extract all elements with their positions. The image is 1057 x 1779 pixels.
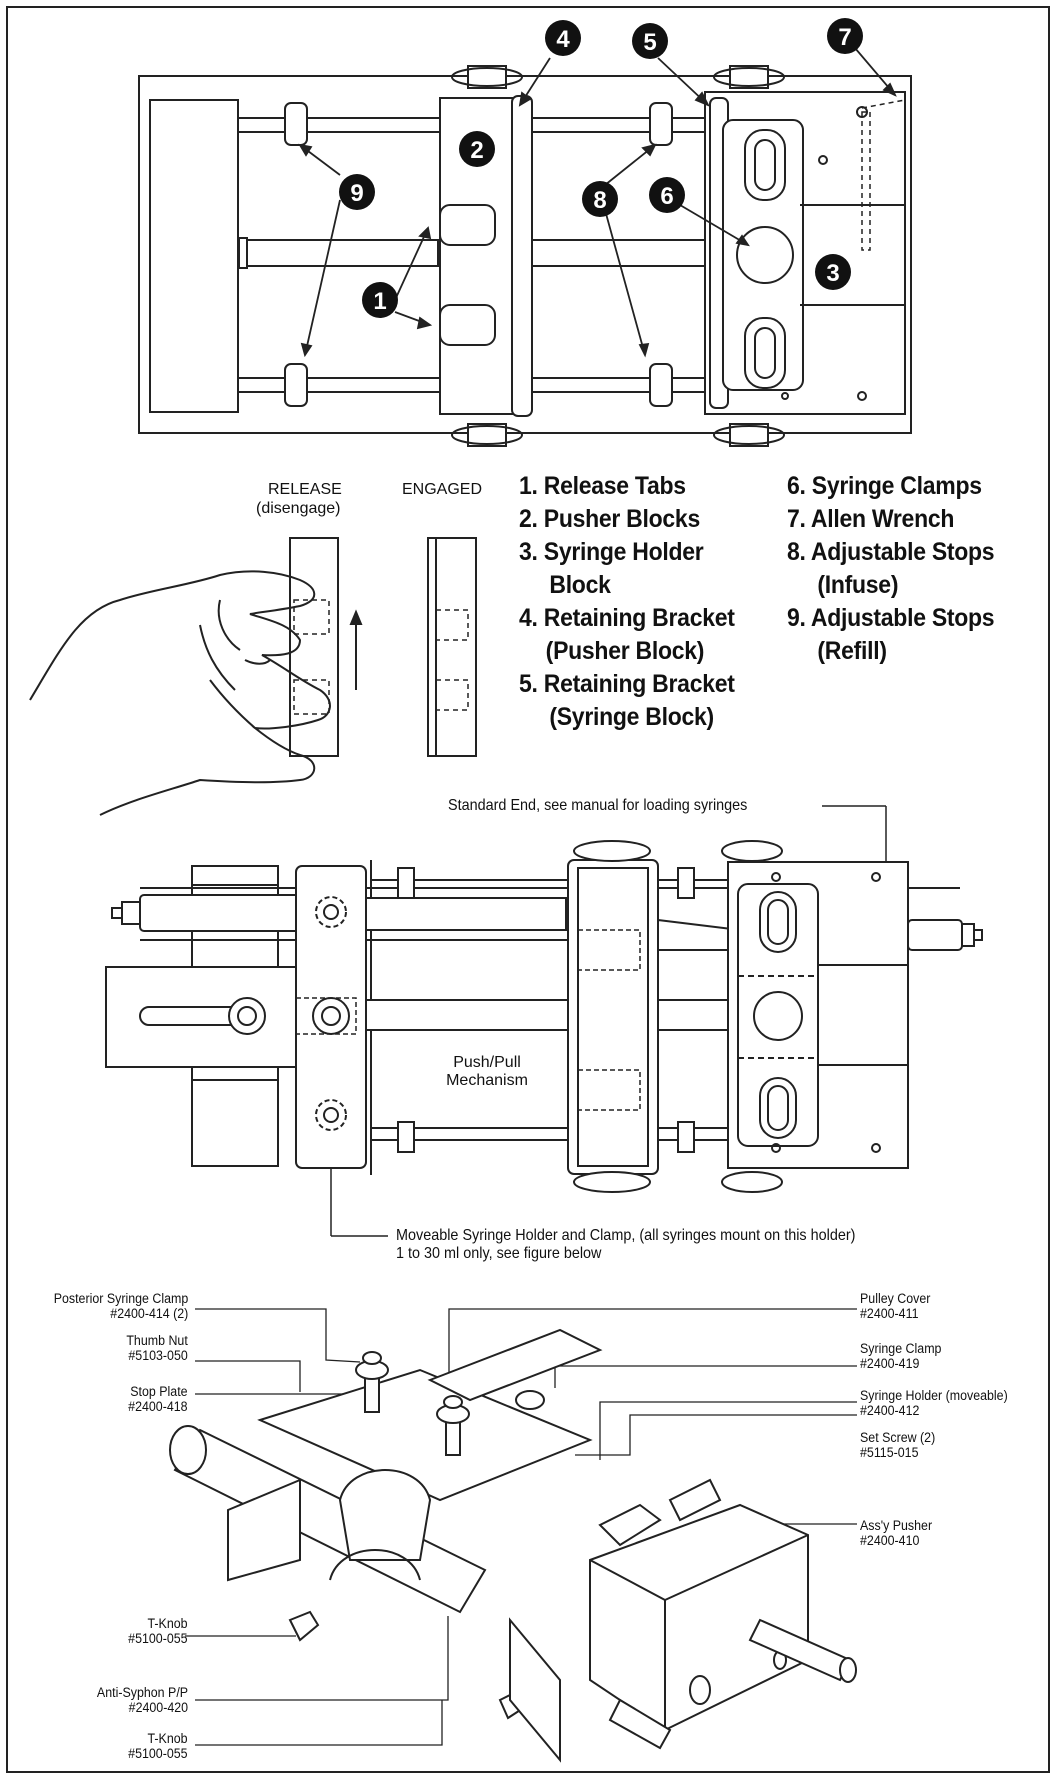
release-label: RELEASE bbox=[268, 481, 342, 498]
callout-1: 1 bbox=[373, 288, 386, 315]
legend-item-3: 3. Syringe Holder bbox=[519, 538, 704, 566]
top-view-drawing: 1 2 3 4 5 6 7 8 9 bbox=[138, 18, 912, 447]
part-pusher-assembly: Ass'y Pusher#2400-410 bbox=[860, 1518, 933, 1548]
legend-item-6: 6. Syringe Clamps bbox=[787, 472, 982, 500]
part-pulley-cover: Pulley Cover#2400-411 bbox=[860, 1291, 931, 1321]
legend-item-4: 4. Retaining Bracket bbox=[519, 604, 735, 632]
moveable-line-1: Moveable Syringe Holder and Clamp, (all … bbox=[396, 1227, 856, 1244]
legend-item-8: 8. Adjustable Stops bbox=[787, 538, 995, 566]
callout-5: 5 bbox=[643, 29, 656, 56]
legend-item-5-cont: (Syringe Block) bbox=[549, 703, 714, 731]
legend-right: 6. Syringe Clamps 7. Allen Wrench 8. Adj… bbox=[787, 470, 995, 668]
callout-4: 4 bbox=[556, 26, 570, 53]
part-set-screw: Set Screw (2)#5115-015 bbox=[860, 1430, 936, 1460]
part-stop-plate: Stop Plate#2400-418 bbox=[128, 1384, 188, 1414]
part-t-knob-2: T-Knob#5100-055 bbox=[128, 1731, 188, 1761]
legend-item-3-cont: Block bbox=[549, 571, 611, 599]
callout-9: 9 bbox=[350, 180, 363, 207]
legend-item-9-cont: (Refill) bbox=[817, 637, 887, 665]
standard-end-label: Standard End, see manual for loading syr… bbox=[448, 797, 748, 814]
mechanism-line-2: Mechanism bbox=[446, 1072, 528, 1089]
part-anti-syphon: Anti-Syphon P/P#2400-420 bbox=[96, 1685, 188, 1715]
callout-7: 7 bbox=[838, 24, 851, 51]
legend-item-5: 5. Retaining Bracket bbox=[519, 670, 735, 698]
legend-item-9: 9. Adjustable Stops bbox=[787, 604, 995, 632]
part-syringe-holder: Syringe Holder (moveable)#2400-412 bbox=[860, 1388, 1008, 1418]
figure-frame bbox=[6, 6, 1050, 1773]
legend-left: 1. Release Tabs 2. Pusher Blocks 3. Syri… bbox=[519, 470, 735, 734]
legend-item-8-cont: (Infuse) bbox=[817, 571, 899, 599]
callout-6: 6 bbox=[660, 183, 673, 210]
part-t-knob-1: T-Knob#5100-055 bbox=[128, 1616, 188, 1646]
callout-8: 8 bbox=[593, 187, 606, 214]
part-thumb-nut: Thumb Nut#5103-050 bbox=[126, 1333, 188, 1363]
part-posterior-clamp: Posterior Syringe Clamp#2400-414 (2) bbox=[53, 1291, 188, 1321]
part-syringe-clamp: Syringe Clamp#2400-419 bbox=[860, 1341, 942, 1371]
callout-3: 3 bbox=[826, 260, 839, 287]
callout-2: 2 bbox=[470, 137, 483, 164]
mechanism-line-1: Push/Pull bbox=[453, 1054, 521, 1071]
mechanism-label: Push/Pull Mechanism bbox=[432, 1054, 542, 1090]
legend-item-7: 7. Allen Wrench bbox=[787, 505, 955, 533]
legend-item-2: 2. Pusher Blocks bbox=[519, 505, 700, 533]
release-sublabel: (disengage) bbox=[256, 500, 341, 517]
legend-item-4-cont: (Pusher Block) bbox=[545, 637, 705, 665]
legend-item-1: 1. Release Tabs bbox=[519, 472, 686, 500]
engaged-label: ENGAGED bbox=[402, 481, 483, 498]
moveable-holder-label: Moveable Syringe Holder and Clamp, (all … bbox=[396, 1227, 855, 1263]
moveable-line-2: 1 to 30 ml only, see figure below bbox=[396, 1245, 602, 1262]
